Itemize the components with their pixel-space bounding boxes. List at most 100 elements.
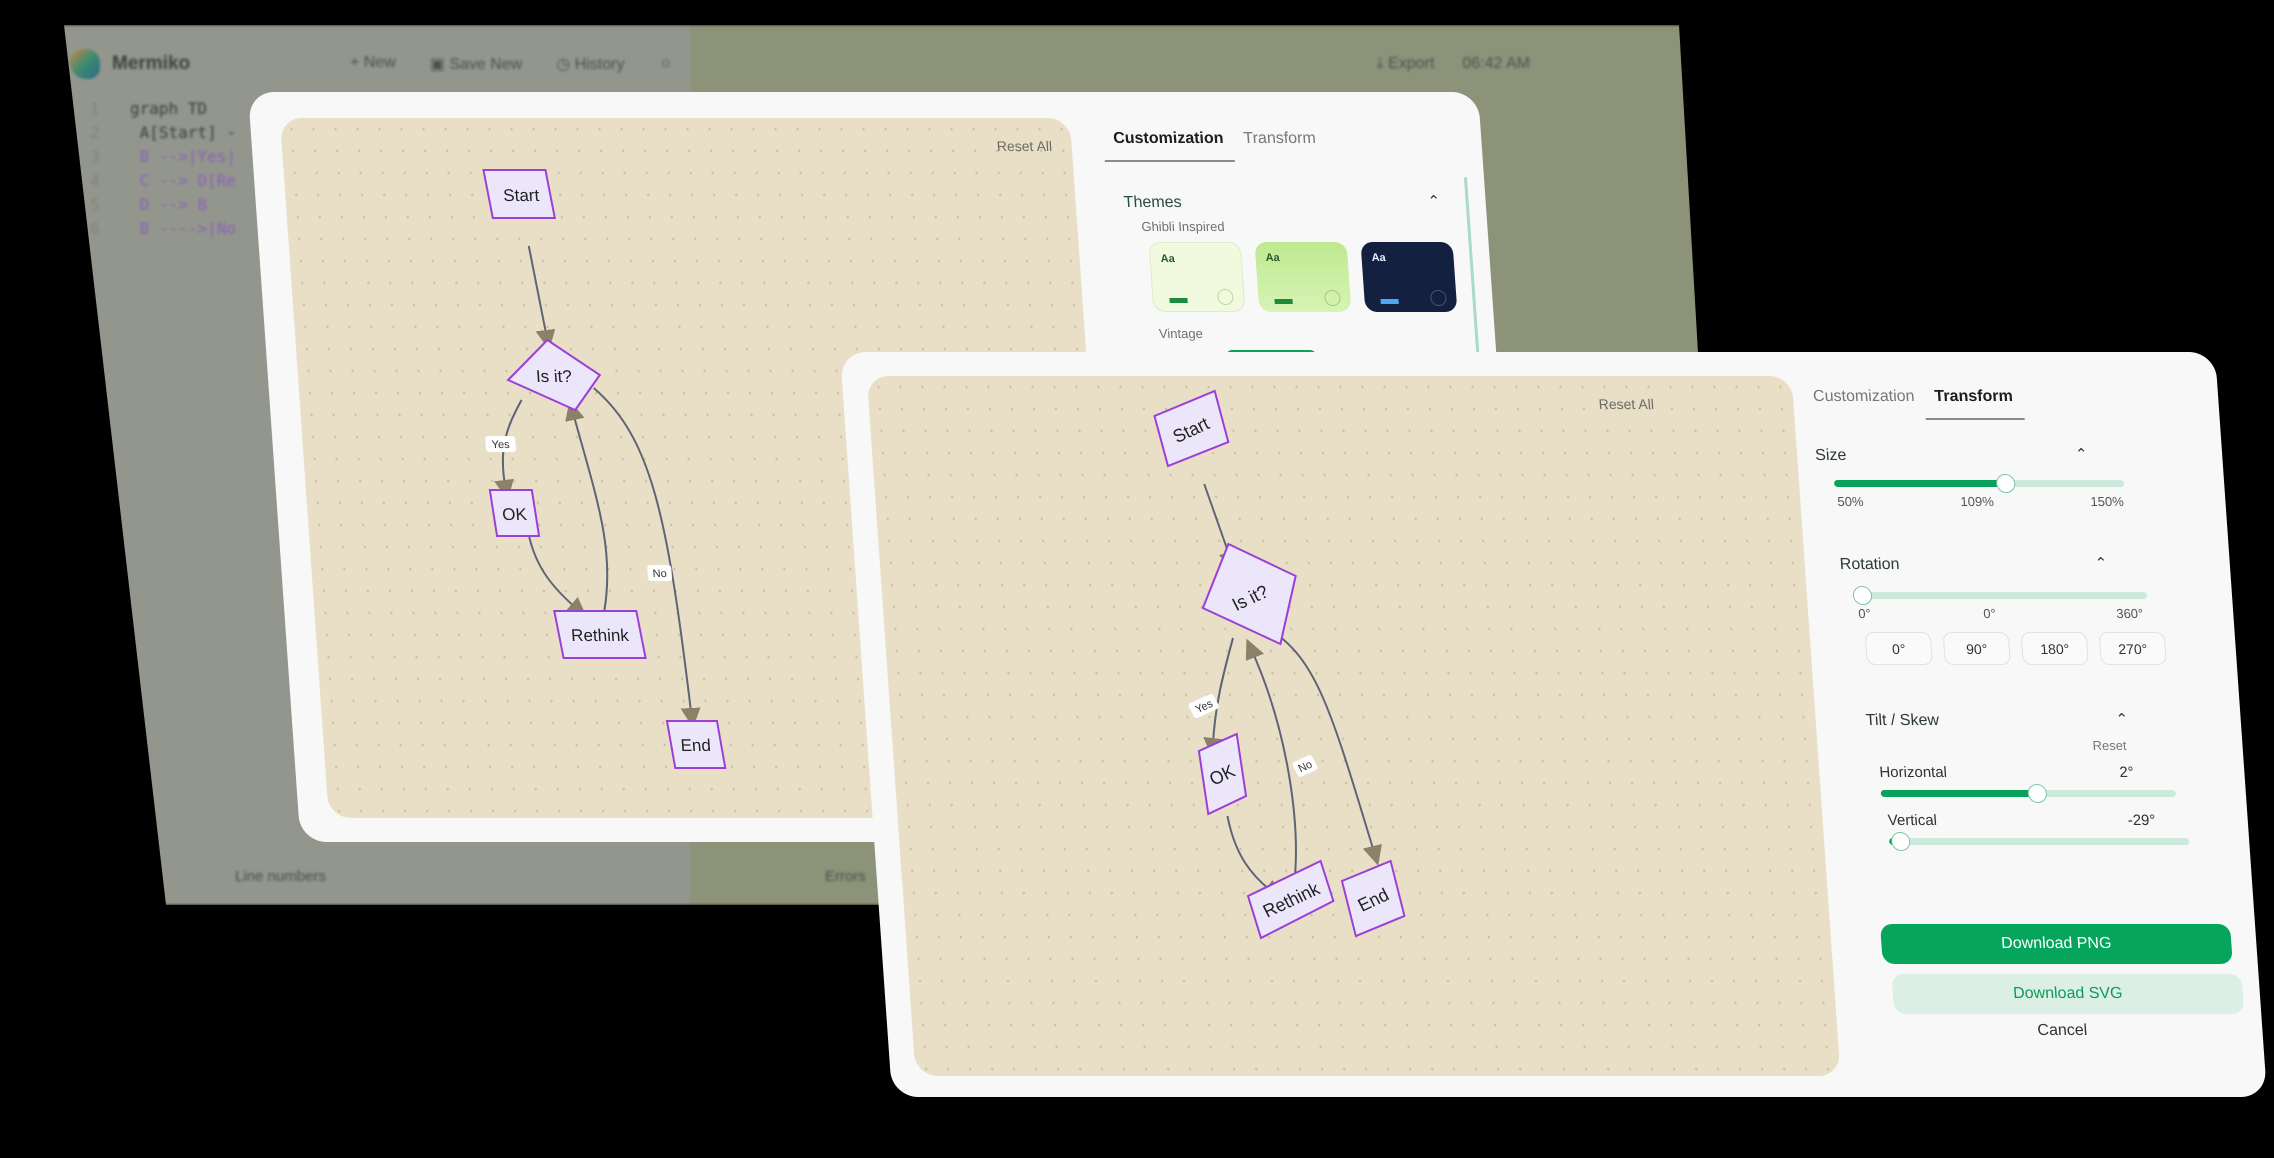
size-heading: Size [1814,447,1847,464]
theme-swatch-dark[interactable]: Aa [1360,242,1458,312]
cancel-button[interactable]: Cancel [2036,1022,2088,1039]
svg-text:No: No [652,568,667,580]
preview-canvas[interactable]: Start Is it? Yes OK Rethink [866,376,1841,1076]
save-new-button[interactable]: ▣ Save New [429,56,523,73]
node-end[interactable]: End [1340,859,1406,938]
tab-transform[interactable]: Transform [1242,130,1317,147]
svg-text:No: No [1296,759,1314,776]
rotate-0-button[interactable]: 0° [1864,632,1933,665]
svg-text:Is it?: Is it? [535,367,572,386]
horizontal-skew-slider[interactable] [1880,784,2177,803]
errors-label: Errors [825,868,866,885]
edge-label-yes: Yes [485,436,516,452]
slider-knob[interactable] [2027,784,2048,803]
flowchart: Start Is it? Yes OK Rethink [482,169,727,769]
rotation-slider[interactable] [1852,586,2148,605]
slider-knob[interactable] [1852,586,1873,605]
themes-heading: Themes [1123,194,1183,211]
tab-customization[interactable]: Customization [1812,388,1916,405]
vertical-label: Vertical [1887,812,1938,829]
svg-text:OK: OK [502,505,529,524]
svg-text:Rethink: Rethink [571,626,630,645]
reset-all-button[interactable]: Reset All [996,138,1053,154]
node-start[interactable]: Start [482,169,557,219]
horizontal-label: Horizontal [1878,764,1948,781]
node-start[interactable]: Start [1153,389,1230,468]
rotation-max: 360° [2115,606,2144,621]
export-button[interactable]: ⤓ Export [1376,55,1435,72]
theme-swatches: Aa Aa Aa [1148,242,1458,312]
edge-label-no: No [1292,755,1318,777]
brand-name: Mermiko [112,53,191,74]
code-line: 2 A[Start] - [90,123,236,142]
save-icon: ▣ [429,56,450,73]
code-line: 5 D --> B [90,195,208,214]
rotation-min: 0° [1857,606,1872,621]
accent-bar [1169,298,1188,303]
rotation-heading: Rotation [1839,556,1901,573]
rotation-value: 0° [1982,606,1997,621]
slider-knob[interactable] [1890,832,1911,851]
radio-icon [1429,290,1447,306]
vertical-value: -29° [2127,812,2157,829]
slider-knob[interactable] [1995,474,2016,493]
chevron-up-icon[interactable]: ⌃ [2074,446,2089,463]
download-icon: ⤓ [1376,55,1389,72]
tab-bar: Customization Transform [1102,130,1328,162]
rotate-270-button[interactable]: 270° [2098,632,2167,665]
node-ok[interactable]: OK [1197,732,1248,816]
svg-text:Yes: Yes [491,439,510,451]
theme-swatch-light[interactable]: Aa [1148,242,1246,312]
rotate-90-button[interactable]: 90° [1942,632,2011,665]
editor-footer: Line numbers Errors [235,868,1730,885]
accent-bar [1274,299,1293,304]
toolbar-right: ⤓ Export 06:42 AM [1377,55,1530,73]
node-decision[interactable]: Is it? [505,338,602,412]
app-toolbar: Mermiko + New ▣ Save New ◷ History ☼ ⤓ E… [70,39,1730,89]
tab-customization[interactable]: Customization [1102,130,1236,162]
preview-canvas[interactable]: Start Is it? Yes OK Rethink [279,118,1119,818]
edge-label-yes: Yes [1188,693,1219,719]
toolbar-nav: + New ▣ Save New ◷ History ☼ [350,54,673,74]
size-max: 150% [2089,494,2125,509]
theme-group-ghibli: Ghibli Inspired [1140,219,1226,234]
node-rethink[interactable]: Rethink [553,610,647,659]
accent-bar [1380,299,1399,304]
theme-swatch-green[interactable]: Aa [1254,242,1352,312]
theme-toggle-icon[interactable]: ☼ [658,54,674,71]
theme-group-vintage: Vintage [1158,326,1204,341]
svg-text:End: End [680,736,712,755]
horizontal-value: 2° [2118,764,2135,781]
node-end[interactable]: End [665,720,727,769]
reset-all-button[interactable]: Reset All [1598,396,1655,412]
size-slider[interactable] [1833,474,2125,493]
tab-transform[interactable]: Transform [1923,388,2025,420]
line-numbers-toggle[interactable]: Line numbers [235,868,326,885]
radio-icon [1216,289,1234,305]
flowchart-transformed: Start Is it? Yes OK Rethink [1153,389,1406,940]
chevron-up-icon[interactable]: ⌃ [2094,555,2108,572]
code-line: 4 C --> D[Re [90,171,236,190]
tilt-reset-button[interactable]: Reset [2091,738,2128,753]
chevron-up-icon[interactable]: ⌃ [1427,193,1441,210]
chevron-up-icon[interactable]: ⌃ [2115,711,2129,728]
new-button[interactable]: + New [350,54,396,71]
node-rethink[interactable]: Rethink [1246,859,1336,940]
download-svg-button[interactable]: Download SVG [1891,974,2245,1014]
rotate-180-button[interactable]: 180° [2020,632,2089,665]
history-button[interactable]: ◷ History [556,56,625,73]
vertical-skew-slider[interactable] [1888,832,2190,851]
slider-fill [1833,480,2006,487]
edge-label-no: No [647,565,672,581]
clock-icon: ◷ [556,56,575,73]
node-decision[interactable]: Is it? [1198,542,1300,646]
rotation-presets: 0° 90° 180° 270° [1864,632,2167,665]
code-line: 6 B ---->|No [90,219,236,238]
size-value: 109% [1959,494,1995,509]
svg-text:Start: Start [503,186,540,205]
node-ok[interactable]: OK [488,489,541,537]
logo-icon [70,49,100,79]
download-png-button[interactable]: Download PNG [1879,924,2233,964]
